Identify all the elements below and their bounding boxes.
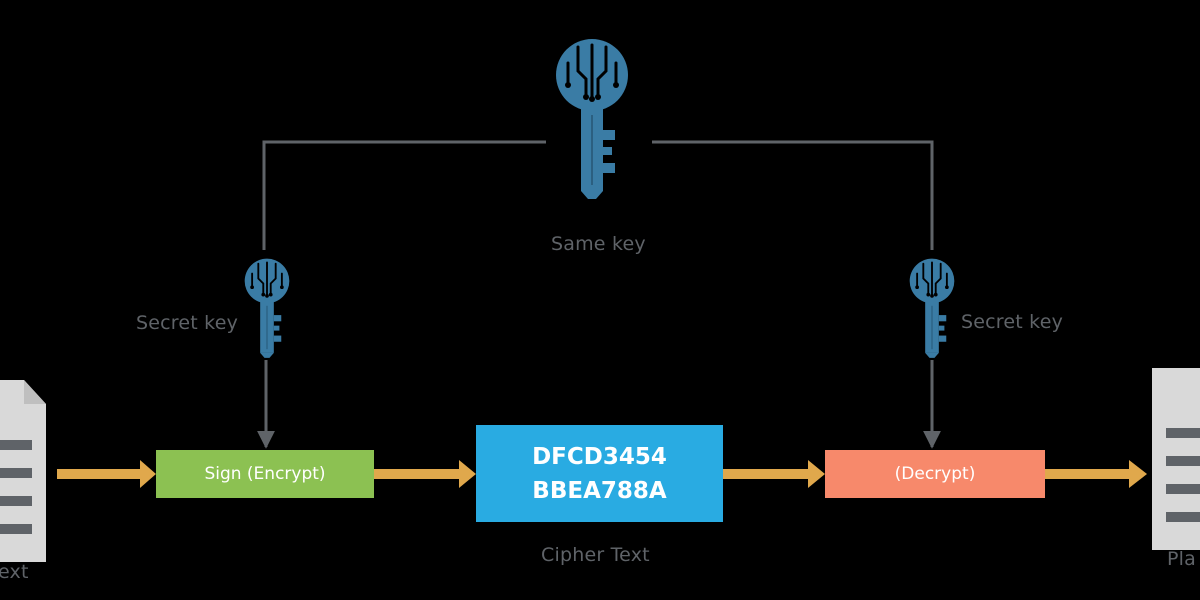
cipher-line-1: DFCD3454: [532, 443, 667, 470]
cipher-line-2: BBEA788A: [532, 477, 667, 504]
right-document-icon: [1152, 368, 1200, 550]
left-document-label: ext: [0, 561, 29, 583]
left-document-icon: [0, 380, 46, 562]
left-key-icon: [243, 257, 291, 359]
secret-key-left-label: Secret key: [136, 312, 239, 334]
encrypt-box: Sign (Encrypt): [156, 450, 374, 498]
flow-arrow-3: [723, 460, 825, 488]
same-key-label: Same key: [551, 233, 646, 255]
cipher-text-box: DFCD3454 BBEA788A: [476, 425, 723, 522]
secret-key-right-label: Secret key: [961, 311, 1064, 333]
flow-arrow-1: [57, 460, 156, 488]
flow-arrow-2: [374, 460, 476, 488]
connector-left: [262, 140, 546, 250]
cipher-text-label: Cipher Text: [541, 544, 650, 566]
encrypt-label: Sign (Encrypt): [204, 464, 326, 484]
decrypt-box: (Decrypt): [825, 450, 1045, 498]
flow-arrow-4: [1045, 460, 1147, 488]
right-key-icon: [908, 257, 956, 359]
main-key-icon: [554, 37, 630, 201]
connector-right: [652, 140, 934, 250]
decrypt-label: (Decrypt): [894, 464, 976, 484]
right-document-label: Pla: [1167, 548, 1196, 570]
